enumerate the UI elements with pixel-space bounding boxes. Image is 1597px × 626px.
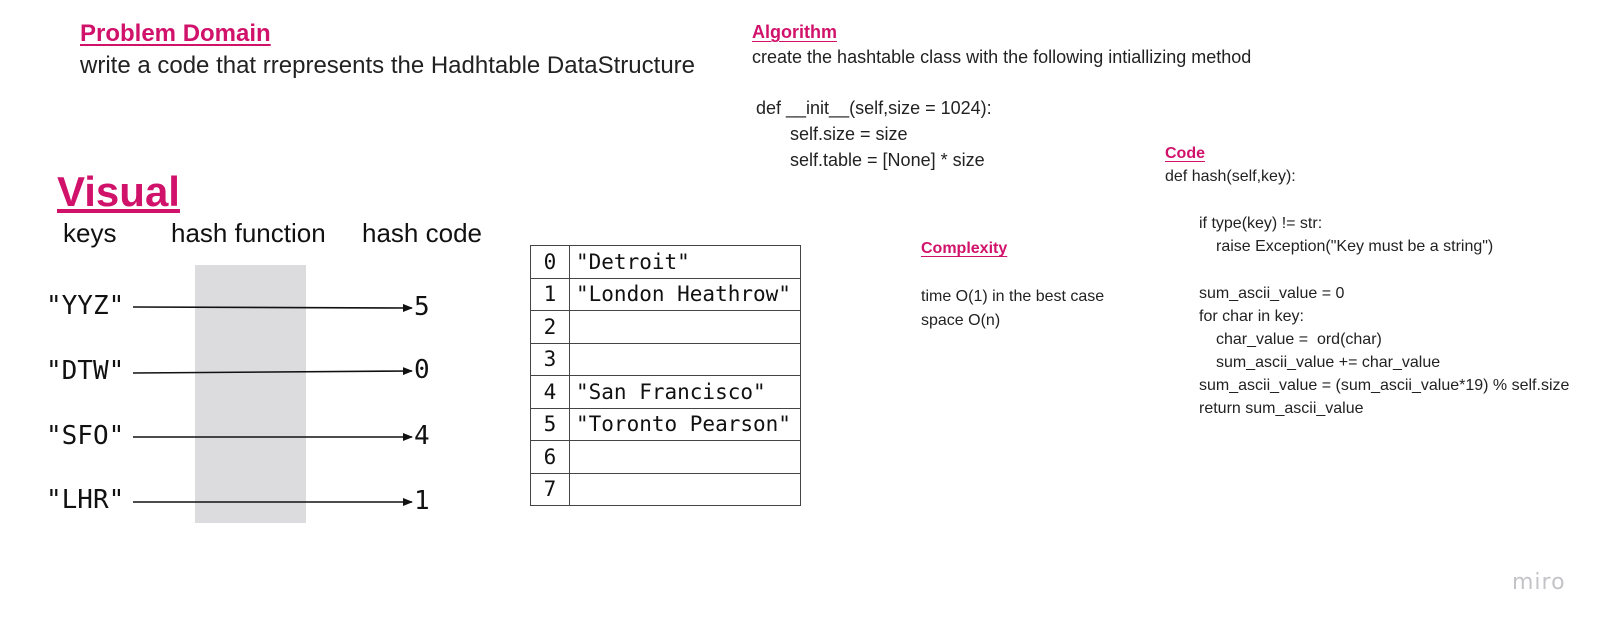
code-line: raise Exception("Key must be a string") xyxy=(1216,238,1494,255)
complexity-line: space O(n) xyxy=(921,312,1001,329)
key-label: "SFO" xyxy=(46,421,125,451)
mapping-arrow xyxy=(132,367,413,376)
keys-column-header: keys xyxy=(63,218,117,248)
table-index-cell: 5 xyxy=(530,407,570,441)
algorithm-code-line: self.table = [None] * size xyxy=(790,150,985,170)
table-row: 6 xyxy=(530,440,801,474)
table-value-cell xyxy=(569,472,801,506)
mapping-arrow xyxy=(132,303,413,312)
problem-domain-text: write a code that rrepresents the Hadhta… xyxy=(80,52,695,79)
key-label: "LHR" xyxy=(46,485,125,515)
problem-domain-heading: Problem Domain xyxy=(80,20,271,47)
table-index-cell: 1 xyxy=(530,277,570,311)
table-index-cell: 3 xyxy=(530,342,570,376)
table-value-cell xyxy=(569,440,801,474)
hash-function-column-header: hash function xyxy=(171,218,326,248)
table-index-cell: 0 xyxy=(530,245,570,279)
code-line: sum_ascii_value = (sum_ascii_value*19) %… xyxy=(1199,377,1570,394)
table-row: 7 xyxy=(530,472,801,506)
key-label: "YYZ" xyxy=(46,291,125,321)
algorithm-text: create the hashtable class with the foll… xyxy=(752,47,1252,67)
algorithm-code-line: self.size = size xyxy=(790,124,908,144)
table-index-cell: 6 xyxy=(530,440,570,474)
table-row: 1 "London Heathrow" xyxy=(530,277,801,311)
code-line: for char in key: xyxy=(1199,308,1304,325)
hash-code-value: 4 xyxy=(414,421,430,451)
hash-code-value: 0 xyxy=(414,355,430,385)
algorithm-heading: Algorithm xyxy=(752,22,837,42)
hash-table: 0 "Detroit" 1 "London Heathrow" 2 3 4 "S… xyxy=(530,245,801,506)
code-line: if type(key) != str: xyxy=(1199,215,1323,232)
complexity-line: time O(1) in the best case xyxy=(921,288,1105,305)
code-heading: Code xyxy=(1165,145,1205,162)
table-row: 5 "Toronto Pearson" xyxy=(530,407,801,441)
table-index-cell: 7 xyxy=(530,472,570,506)
table-value-cell: "San Francisco" xyxy=(569,375,801,409)
table-index-cell: 2 xyxy=(530,310,570,344)
visual-heading: Visual xyxy=(57,168,180,215)
table-row: 2 xyxy=(530,310,801,344)
table-row: 0 "Detroit" xyxy=(530,245,801,279)
table-row: 4 "San Francisco" xyxy=(530,375,801,409)
hash-code-value: 5 xyxy=(414,292,430,322)
code-line: sum_ascii_value = 0 xyxy=(1199,285,1345,302)
code-line: def hash(self,key): xyxy=(1165,168,1296,185)
code-line: char_value = ord(char) xyxy=(1216,331,1382,348)
table-index-cell: 4 xyxy=(530,375,570,409)
hash-code-column-header: hash code xyxy=(362,218,482,248)
table-value-cell xyxy=(569,310,801,344)
algorithm-code-line: def __init__(self,size = 1024): xyxy=(756,98,992,118)
table-value-cell: "London Heathrow" xyxy=(569,277,801,311)
code-line: return sum_ascii_value xyxy=(1199,400,1364,417)
key-label: "DTW" xyxy=(46,356,125,386)
table-row: 3 xyxy=(530,342,801,376)
table-value-cell: "Detroit" xyxy=(569,245,801,279)
table-value-cell: "Toronto Pearson" xyxy=(569,407,801,441)
table-value-cell xyxy=(569,342,801,376)
complexity-heading: Complexity xyxy=(921,240,1008,257)
miro-logo: miro xyxy=(1512,570,1566,595)
hash-code-value: 1 xyxy=(414,486,430,516)
code-line: sum_ascii_value += char_value xyxy=(1216,354,1441,371)
